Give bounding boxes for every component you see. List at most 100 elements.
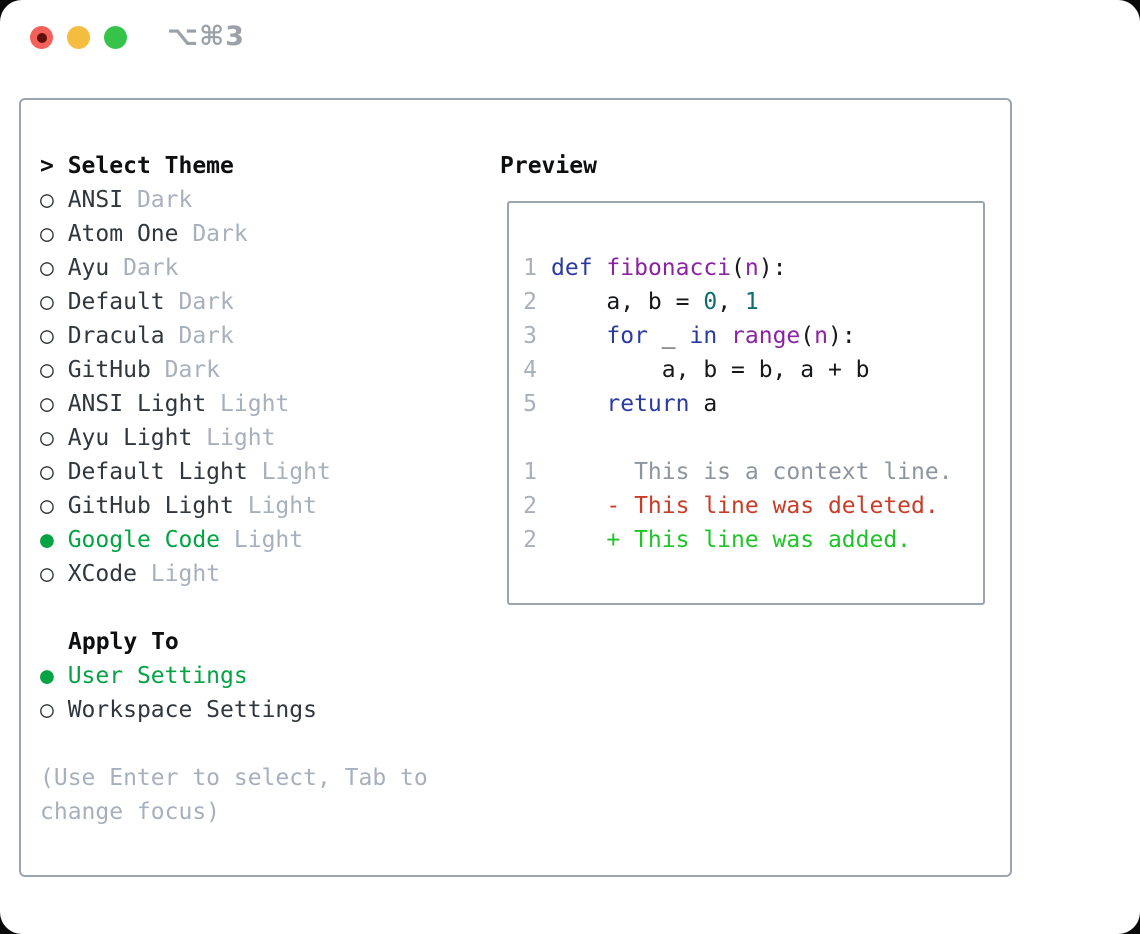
- theme-option-ansi[interactable]: ○ ANSI Dark: [40, 183, 480, 217]
- code-token-added: + This line was added.: [551, 527, 912, 553]
- option-label: Workspace Settings: [67, 697, 317, 723]
- option-label: User Settings: [67, 663, 248, 689]
- radio-unselected-icon: ○: [40, 255, 68, 281]
- option-label: Dracula: [67, 323, 165, 349]
- code-token-fname: range: [731, 323, 801, 349]
- zoom-button[interactable]: [104, 26, 127, 49]
- code-token-plain: [717, 323, 731, 349]
- apply-option-workspace-settings[interactable]: ○ Workspace Settings: [40, 693, 480, 727]
- radio-unselected-icon: ○: [40, 561, 68, 587]
- option-label: Atom One: [67, 221, 179, 247]
- line-number: 1: [523, 459, 537, 485]
- option-label: ANSI: [67, 187, 124, 213]
- theme-option-ayu[interactable]: ○ Ayu Dark: [40, 251, 480, 285]
- spacer: [40, 727, 480, 761]
- radio-unselected-icon: ○: [40, 425, 68, 451]
- theme-variant-tag: Light: [247, 459, 331, 485]
- code-token-keyword: in: [689, 323, 718, 349]
- radio-unselected-icon: ○: [40, 187, 68, 213]
- line-number: 4: [523, 357, 537, 383]
- theme-option-default-light[interactable]: ○ Default Light Light: [40, 455, 480, 489]
- theme-variant-tag: Dark: [123, 187, 193, 213]
- radio-unselected-icon: ○: [40, 323, 68, 349]
- code-token-plain: a, b = b, a + b: [551, 357, 870, 383]
- code-token-plain: a, b =: [551, 289, 704, 315]
- line-number: 5: [523, 391, 537, 417]
- prompt-icon: >: [40, 153, 68, 179]
- select-theme-header: > Select Theme: [40, 149, 480, 183]
- line-number: 2: [523, 289, 537, 315]
- spacer: [40, 591, 480, 625]
- option-label: Default: [67, 289, 165, 315]
- theme-picker-panel: > Select Theme ○ ANSI Dark○ Atom One Dar…: [19, 98, 1012, 877]
- code-token-fname: n: [814, 323, 829, 349]
- theme-option-xcode[interactable]: ○ XCode Light: [40, 557, 480, 591]
- option-label: Google Code: [67, 527, 221, 553]
- theme-variant-tag: Dark: [109, 255, 179, 281]
- code-token-plain: ):: [828, 323, 856, 349]
- code-token-number: 0: [703, 289, 718, 315]
- code-token-plain: [593, 255, 607, 281]
- radio-unselected-icon: ○: [40, 697, 68, 723]
- code-token-plain: [551, 391, 606, 417]
- theme-variant-tag: Dark: [164, 323, 234, 349]
- code-token-plain: _: [647, 323, 690, 349]
- theme-option-ansi-light[interactable]: ○ ANSI Light Light: [40, 387, 480, 421]
- theme-option-atom-one[interactable]: ○ Atom One Dark: [40, 217, 480, 251]
- preview-code-line: 2 + This line was added.: [523, 523, 983, 557]
- theme-option-ayu-light[interactable]: ○ Ayu Light Light: [40, 421, 480, 455]
- theme-variant-tag: Light: [192, 425, 276, 451]
- option-label: Default Light: [67, 459, 248, 485]
- theme-variant-tag: Dark: [178, 221, 248, 247]
- code-token-number: 1: [744, 289, 759, 315]
- left-column: > Select Theme ○ ANSI Dark○ Atom One Dar…: [40, 149, 480, 829]
- apply-to-list: ● User Settings○ Workspace Settings: [40, 659, 480, 727]
- preview-code-line: 2 - This line was deleted.: [523, 489, 983, 523]
- code-token-plain: ):: [758, 255, 787, 281]
- code-token-plain: ,: [717, 289, 745, 315]
- theme-option-github[interactable]: ○ GitHub Dark: [40, 353, 480, 387]
- option-label: ANSI Light: [67, 391, 207, 417]
- preview-code-line: [523, 421, 983, 455]
- code-token-keyword: def: [551, 255, 593, 281]
- code-token-plain: [551, 323, 606, 349]
- preview-code-line: 4 a, b = b, a + b: [523, 353, 983, 387]
- theme-variant-tag: Light: [220, 527, 304, 553]
- preview-code-line: 2 a, b = 0, 1: [523, 285, 983, 319]
- titlebar: ⌥⌘3: [0, 0, 1140, 74]
- help-text: (Use Enter to select, Tab to change focu…: [40, 765, 428, 825]
- preview-code-line: 3 for _ in range(n):: [523, 319, 983, 353]
- theme-list: ○ ANSI Dark○ Atom One Dark○ Ayu Dark○ De…: [40, 183, 480, 591]
- radio-unselected-icon: ○: [40, 391, 68, 417]
- theme-option-github-light[interactable]: ○ GitHub Light Light: [40, 489, 480, 523]
- line-number: 1: [523, 255, 537, 281]
- option-label: GitHub Light: [67, 493, 234, 519]
- apply-option-user-settings[interactable]: ● User Settings: [40, 659, 480, 693]
- code-token-context: This is a context line.: [551, 459, 953, 485]
- radio-unselected-icon: ○: [40, 289, 68, 315]
- option-label: Ayu: [67, 255, 110, 281]
- radio-unselected-icon: ○: [40, 357, 68, 383]
- theme-option-default[interactable]: ○ Default Dark: [40, 285, 480, 319]
- radio-selected-icon: ●: [40, 663, 68, 689]
- close-button[interactable]: [30, 26, 53, 49]
- option-label: GitHub: [67, 357, 151, 383]
- code-token-keyword: for: [606, 323, 648, 349]
- radio-unselected-icon: ○: [40, 221, 68, 247]
- option-label: XCode: [67, 561, 137, 587]
- window-title-shortcut: ⌥⌘3: [167, 21, 245, 52]
- theme-variant-tag: Light: [206, 391, 290, 417]
- apply-to-header: Apply To: [68, 629, 179, 655]
- code-token-plain: (: [800, 323, 815, 349]
- theme-option-dracula[interactable]: ○ Dracula Dark: [40, 319, 480, 353]
- minimize-button[interactable]: [67, 26, 90, 49]
- code-token-plain: (: [731, 255, 745, 281]
- line-number: 2: [523, 493, 537, 519]
- preview-code-line: 1 This is a context line.: [523, 455, 983, 489]
- code-token-plain: a: [689, 391, 718, 417]
- line-number: 3: [523, 323, 537, 349]
- theme-option-google-code[interactable]: ● Google Code Light: [40, 523, 480, 557]
- radio-unselected-icon: ○: [40, 459, 68, 485]
- code-token-fname: n: [744, 255, 759, 281]
